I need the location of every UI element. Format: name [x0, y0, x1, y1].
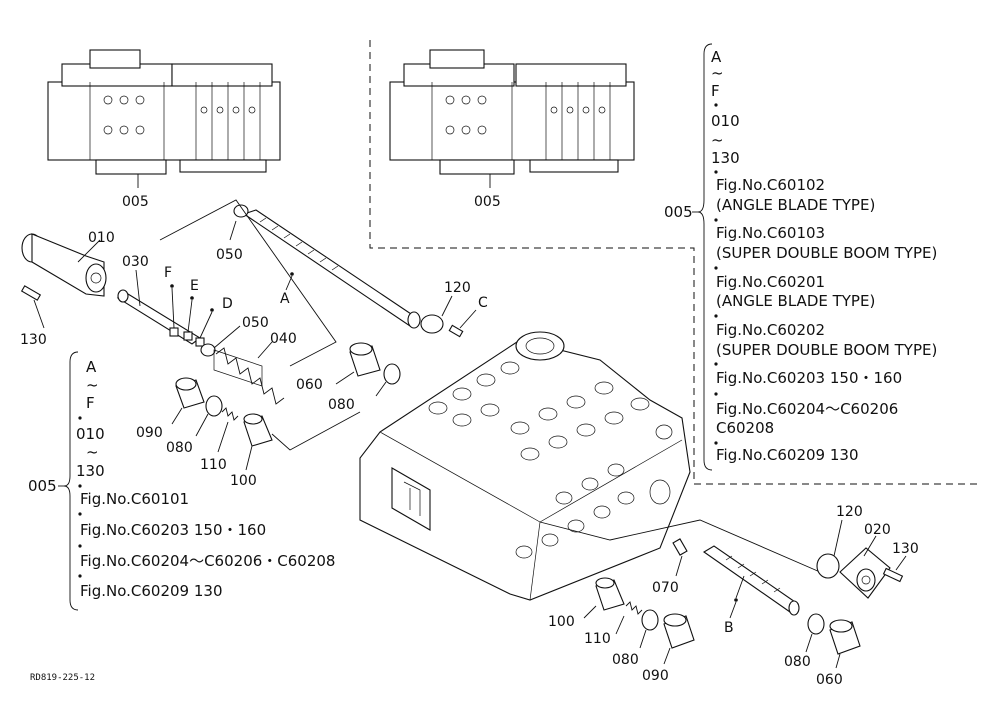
spring-040 [213, 347, 285, 405]
spool-b-leader [539, 519, 821, 573]
part-label-050-top: 050 [216, 247, 243, 263]
part-label-005-left-bracket: 005 [28, 477, 57, 495]
right-note-from: 010 [711, 112, 740, 130]
mark-c: C [478, 295, 488, 311]
right-note-range-start: A [711, 48, 722, 66]
part-label-080-right: 080 [784, 654, 811, 670]
spool-a-group-outline [159, 199, 337, 367]
part-label-120-right: 120 [836, 504, 863, 520]
left-note-range-end: F [86, 394, 95, 412]
spool-b [702, 545, 800, 616]
spool-cap-010 [21, 233, 107, 297]
left-note-line-3: Fig.No.C60204～C60206・C60208 [80, 552, 335, 570]
left-note-range-start: A [86, 358, 97, 376]
o-ring-080-top [383, 363, 401, 385]
left-note-from: 010 [76, 425, 105, 443]
bolt-130-right [882, 567, 904, 583]
part-label-090-bottom: 090 [642, 668, 669, 684]
spring-110-left [221, 407, 239, 421]
plug-060-bottom [829, 619, 861, 655]
right-note-line-12: Fig.No.C60209 130 [716, 446, 859, 464]
right-note-tilde-2: ~ [711, 131, 724, 149]
right-note-range-end: F [711, 82, 720, 100]
right-note-line-8: (SUPER DOUBLE BOOM TYPE) [716, 341, 937, 359]
valve-assembly-thumbnail-middle [389, 49, 635, 188]
valve-port-holes [428, 361, 673, 559]
part-label-005-middle: 005 [474, 194, 501, 210]
right-note-line-11: C60208 [716, 419, 774, 437]
left-note-tilde-1: ~ [86, 376, 99, 394]
part-label-080-left: 080 [166, 440, 193, 456]
spool-a [242, 209, 422, 329]
drawing-code: RD819-225-12 [30, 673, 95, 683]
bolt-130-left [20, 285, 42, 301]
right-note-line-6: (ANGLE BLADE TYPE) [716, 292, 875, 310]
bracket-left [63, 351, 79, 611]
pin-070 [672, 538, 688, 556]
part-label-120-top: 120 [444, 280, 471, 296]
part-label-010: 010 [88, 230, 115, 246]
part-label-130-right: 130 [892, 541, 919, 557]
mark-d: D [222, 296, 233, 312]
part-label-090-left: 090 [136, 425, 163, 441]
left-note-line-2: Fig.No.C60203 150・160 [80, 521, 266, 539]
plug-090-left [175, 377, 205, 409]
o-ring-080-bottom [641, 609, 659, 631]
part-label-110-bottom: 110 [584, 631, 611, 647]
left-note-line-4: Fig.No.C60209 130 [80, 582, 223, 600]
part-label-110-left: 110 [200, 457, 227, 473]
left-note-tilde-2: ~ [86, 443, 99, 461]
part-label-060-top: 060 [296, 377, 323, 393]
left-note-line-1: Fig.No.C60101 [80, 490, 189, 508]
part-label-100-left: 100 [230, 473, 257, 489]
mark-b: B [724, 620, 734, 636]
mark-f: F [164, 265, 172, 281]
mark-e: E [190, 278, 199, 294]
plug-060-top [349, 342, 381, 377]
right-note-line-5: Fig.No.C60201 [716, 273, 825, 291]
right-note-line-2: (ANGLE BLADE TYPE) [716, 196, 875, 214]
right-note-line-7: Fig.No.C60202 [716, 321, 825, 339]
o-ring-120-right [816, 553, 840, 579]
valve-assembly-thumbnail-left [47, 49, 281, 188]
spool-end-100-bottom [595, 577, 625, 611]
leader-to-body-left [271, 411, 361, 451]
washer-050-top [233, 204, 249, 218]
part-label-100-bottom: 100 [548, 614, 575, 630]
part-label-070: 070 [652, 580, 679, 596]
right-note-line-3: Fig.No.C60103 [716, 224, 825, 242]
right-note-to: 130 [711, 149, 740, 167]
spool-end-100-left [243, 413, 273, 447]
right-note-tilde-1: ~ [711, 64, 724, 82]
part-label-040: 040 [270, 331, 297, 347]
part-label-060-bottom: 060 [816, 672, 843, 688]
o-ring-080-left [205, 395, 223, 417]
part-label-050-mid: 050 [242, 315, 269, 331]
part-label-080-top: 080 [328, 397, 355, 413]
mark-a: A [280, 291, 290, 307]
part-label-020: 020 [864, 522, 891, 538]
part-label-080-bottom: 080 [612, 652, 639, 668]
right-note-line-9: Fig.No.C60203 150・160 [716, 369, 902, 387]
plug-090-bottom [663, 613, 695, 649]
spring-110-bottom [625, 601, 643, 615]
washer-050-mid [200, 343, 216, 357]
part-label-130-left: 130 [20, 332, 47, 348]
right-note-line-4: (SUPER DOUBLE BOOM TYPE) [716, 244, 937, 262]
cap-020 [839, 547, 891, 599]
plug-c [448, 324, 464, 338]
control-valve-body [359, 331, 691, 601]
left-note-to: 130 [76, 462, 105, 480]
right-note-line-1: Fig.No.C60102 [716, 176, 825, 194]
right-note-line-10: Fig.No.C60204～C60206 [716, 400, 898, 418]
part-label-005-left: 005 [122, 194, 149, 210]
o-ring-080-right [807, 613, 825, 635]
part-label-030: 030 [122, 254, 149, 270]
dashed-boundary-right [369, 40, 980, 485]
o-ring-120-top [420, 314, 444, 334]
part-label-005-right-bracket: 005 [664, 203, 693, 221]
bracket-right [697, 43, 713, 471]
